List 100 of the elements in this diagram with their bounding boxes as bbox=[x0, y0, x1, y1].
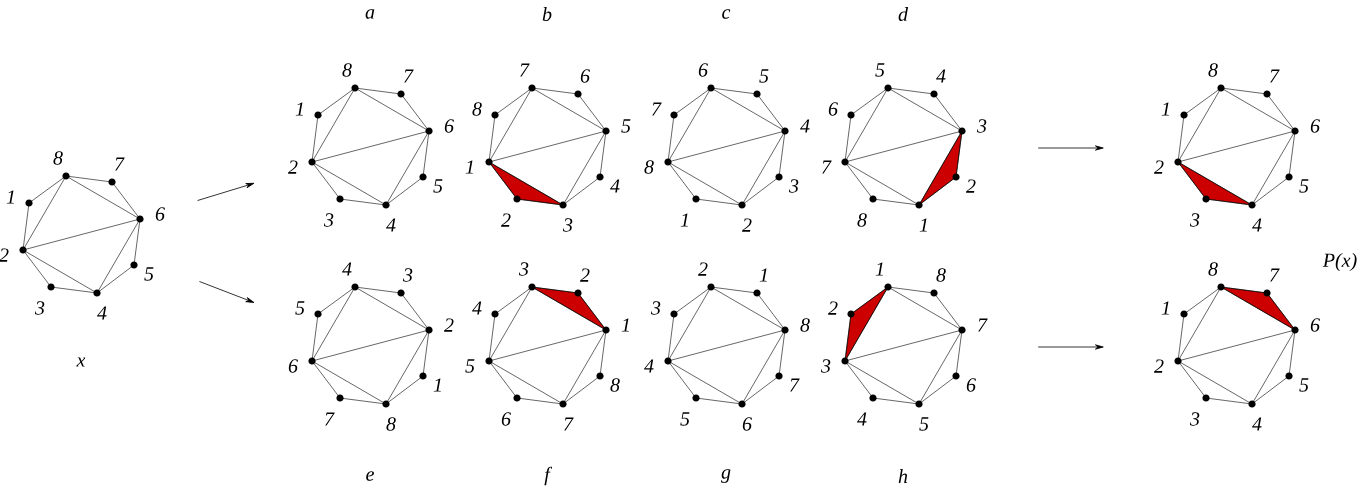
vertex-label: 2 bbox=[288, 160, 298, 174]
caption-letter: e bbox=[366, 471, 374, 481]
vertex-label: 8 bbox=[644, 160, 654, 174]
vertex-label: 3 bbox=[977, 119, 987, 133]
vertex-label: 6 bbox=[1310, 119, 1320, 133]
vertex-label: 7 bbox=[1270, 268, 1280, 282]
vertex-label: 4 bbox=[610, 179, 620, 193]
vertex-label: 1 bbox=[919, 218, 927, 232]
vertex-label: 5 bbox=[680, 412, 690, 426]
vertex-label: 4 bbox=[644, 359, 654, 373]
vertex-label: 2 bbox=[1154, 359, 1164, 373]
vertex-label: 5 bbox=[465, 359, 475, 373]
vertex-label: 6 bbox=[288, 359, 298, 373]
vertex-label: 1 bbox=[465, 160, 473, 174]
vertex-label: 7 bbox=[404, 69, 414, 83]
vertex-label: 8 bbox=[1208, 262, 1218, 276]
vertex-label: 2 bbox=[742, 218, 752, 232]
vertex-label: 2 bbox=[698, 262, 708, 276]
vertex-label: 3 bbox=[519, 262, 529, 276]
vertex-label: 5 bbox=[621, 119, 631, 133]
vertex-label: 1 bbox=[680, 213, 688, 227]
vertex-label: 7 bbox=[564, 417, 574, 431]
vertex-label: 6 bbox=[501, 412, 511, 426]
function-label: P(x) bbox=[1322, 252, 1357, 272]
vertex-label: 5 bbox=[144, 267, 154, 281]
vertex-label: 2 bbox=[828, 301, 838, 315]
vertex-label: 5 bbox=[433, 179, 443, 193]
vertex-label: 8 bbox=[1208, 63, 1218, 77]
vertex-label: 8 bbox=[800, 318, 810, 332]
vertex-label: 4 bbox=[800, 119, 810, 133]
caption-letter: f bbox=[544, 466, 553, 486]
vertex-label: 4 bbox=[857, 412, 867, 426]
vertex-label: 3 bbox=[1190, 213, 1200, 227]
vertex-label: 5 bbox=[875, 63, 885, 77]
vertex-label: 8 bbox=[342, 63, 352, 77]
vertex-label: 5 bbox=[759, 69, 769, 83]
vertex-label: 1 bbox=[621, 318, 629, 332]
vertex-label: 6 bbox=[155, 207, 165, 221]
vertex-label: 6 bbox=[580, 69, 590, 83]
vertex-label: 3 bbox=[403, 268, 413, 282]
vertex-label: 7 bbox=[1270, 69, 1280, 83]
vertex-label: 4 bbox=[472, 301, 482, 315]
vertex-label: 1 bbox=[875, 262, 883, 276]
caption-letter: g bbox=[721, 469, 731, 483]
vertex-label: 1 bbox=[6, 190, 14, 204]
vertex-label: 5 bbox=[1299, 179, 1309, 193]
vertex-label: 1 bbox=[1161, 301, 1169, 315]
vertex-label: 3 bbox=[35, 301, 45, 315]
vertex-label: 2 bbox=[1154, 160, 1164, 174]
vertex-label: 3 bbox=[563, 218, 573, 232]
caption-letter: b bbox=[542, 6, 552, 22]
vertex-label: 8 bbox=[610, 378, 620, 392]
vertex-label: 8 bbox=[472, 102, 482, 116]
vertex-label: 6 bbox=[444, 119, 454, 133]
vertex-label: 7 bbox=[822, 160, 832, 174]
vertex-label: 1 bbox=[295, 102, 303, 116]
vertex-label: 7 bbox=[115, 157, 125, 171]
caption-letter: c bbox=[722, 9, 731, 19]
vertex-label: 3 bbox=[1190, 412, 1200, 426]
vertex-label: 3 bbox=[324, 213, 334, 227]
vertex-label: 8 bbox=[53, 151, 63, 165]
vertex-label: 6 bbox=[698, 63, 708, 77]
vertex-label: 4 bbox=[1252, 218, 1262, 232]
vertex-label: 7 bbox=[325, 412, 335, 426]
vertex-label: 3 bbox=[651, 301, 661, 315]
vertex-label: 1 bbox=[759, 268, 767, 282]
vertex-label: 7 bbox=[652, 102, 662, 116]
vertex-label: 3 bbox=[821, 359, 831, 373]
vertex-label: 2 bbox=[444, 318, 454, 332]
caption-letter: d bbox=[898, 6, 909, 22]
vertex-label: 2 bbox=[966, 179, 976, 193]
caption-letter: h bbox=[898, 469, 908, 483]
vertex-label: 2 bbox=[0, 248, 9, 262]
vertex-label: 6 bbox=[828, 102, 838, 116]
vertex-label: 4 bbox=[386, 218, 396, 232]
caption-letter: a bbox=[365, 9, 375, 19]
arrow bbox=[199, 281, 255, 303]
vertex-label: 5 bbox=[1299, 378, 1309, 392]
vertex-label: 2 bbox=[501, 213, 511, 227]
vertex-label: 5 bbox=[295, 301, 305, 315]
vertex-label: 8 bbox=[386, 417, 396, 431]
arrow bbox=[1037, 344, 1104, 350]
vertex-label: 1 bbox=[433, 378, 441, 392]
vertex-label: 4 bbox=[342, 262, 352, 276]
vertex-label: 1 bbox=[1161, 102, 1169, 116]
arrow bbox=[197, 182, 255, 201]
vertex-label: 6 bbox=[1310, 318, 1320, 332]
vertex-label: 7 bbox=[520, 63, 530, 77]
vertex-label: 6 bbox=[966, 378, 976, 392]
vertex-label: 7 bbox=[790, 378, 800, 392]
vertex-label: 6 bbox=[742, 417, 752, 431]
vertex-label: 4 bbox=[936, 69, 946, 83]
vertex-label: 4 bbox=[97, 306, 107, 320]
caption-letter: x bbox=[76, 357, 86, 367]
vertex-label: 8 bbox=[936, 268, 946, 282]
vertex-label: 4 bbox=[1252, 417, 1262, 431]
vertex-label: 8 bbox=[857, 213, 867, 227]
vertex-label: 3 bbox=[789, 179, 799, 193]
vertex-label: 2 bbox=[580, 268, 590, 282]
vertex-label: 5 bbox=[919, 417, 929, 431]
